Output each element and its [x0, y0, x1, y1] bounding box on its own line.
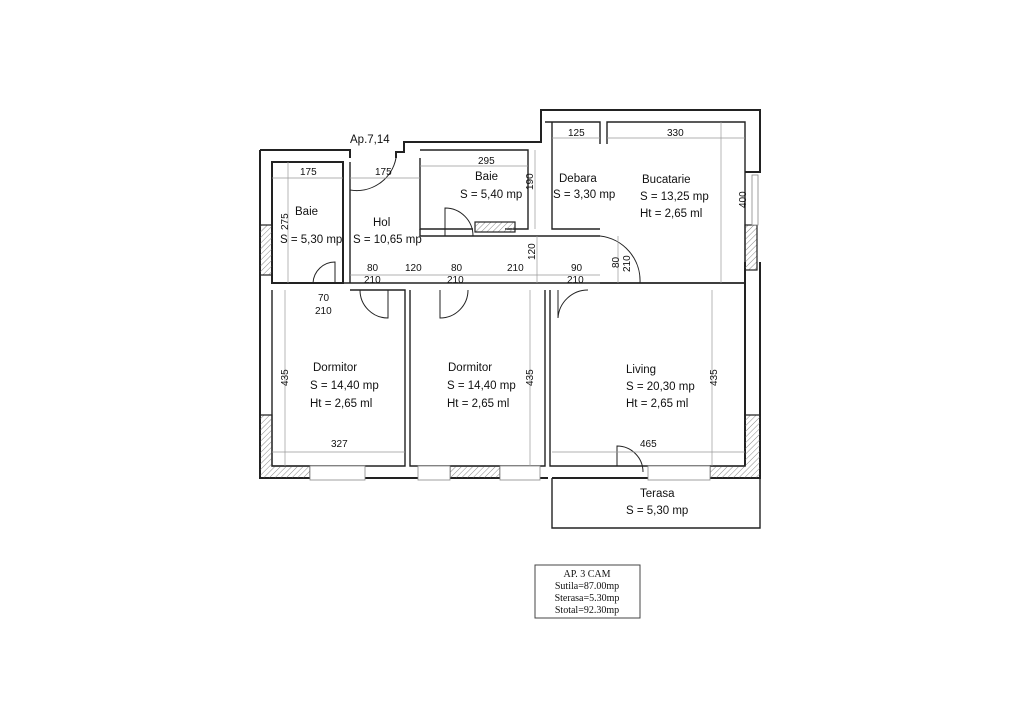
dimension-label: 210: [507, 263, 524, 274]
door-baie1: [312, 261, 336, 284]
room-name: Bucatarie: [642, 174, 691, 186]
door-dormitor2: [439, 289, 469, 319]
dimension-label: 80: [367, 263, 379, 274]
door-living: [557, 289, 589, 319]
door-dormitor1: [359, 289, 389, 319]
terrace-outline: [551, 478, 761, 529]
room-labels: Baie S = 5,30 mp Hol S = 10,65 mp Baie S…: [280, 171, 709, 517]
room-height: Ht = 2,65 ml: [626, 398, 688, 410]
room-area: S = 14,40 mp: [310, 380, 379, 392]
room-area: S = 20,30 mp: [626, 381, 695, 393]
dimension-label: 330: [667, 128, 684, 139]
dimension-label: 465: [640, 439, 657, 450]
dimension-label: 210: [622, 255, 633, 272]
dimension-label: 435: [709, 369, 720, 386]
wall-segment: [474, 221, 516, 233]
dimension-label: 80: [611, 256, 622, 268]
dimension-label: 295: [478, 156, 495, 167]
window: [647, 465, 711, 481]
dimension-label: 70: [318, 293, 330, 304]
dimension-label: 190: [525, 173, 536, 190]
dimension-label: 175: [300, 167, 317, 178]
summary-sterasa: Sterasa=5.30mp: [555, 593, 620, 604]
room-area: S = 5,40 mp: [460, 189, 522, 201]
dimension-lines: [272, 122, 745, 466]
wall-segment: [744, 224, 758, 271]
room-name: Dormitor: [313, 362, 357, 374]
summary-stotal: Stotal=92.30mp: [555, 605, 619, 616]
room-area: S = 5,30 mp: [626, 505, 688, 517]
room-name: Living: [626, 364, 656, 376]
dimension-label: 275: [280, 213, 291, 230]
dimension-label: 125: [568, 128, 585, 139]
room-name: Hol: [373, 217, 390, 229]
dimension-label: 120: [405, 263, 422, 274]
room-height: Ht = 2,65 ml: [310, 398, 372, 410]
window: [309, 465, 366, 481]
dimension-label: 175: [375, 167, 392, 178]
room-name: Terasa: [640, 488, 675, 500]
room-height: Ht = 2,65 ml: [640, 208, 702, 220]
dimension-label: 120: [527, 243, 538, 260]
area-summary-box: AP. 3 CAM Sutila=87.00mp Sterasa=5.30mp …: [534, 564, 641, 619]
door-baie2: [444, 207, 474, 237]
summary-sutila: Sutila=87.00mp: [555, 581, 619, 592]
room-area: S = 14,40 mp: [447, 380, 516, 392]
dimension-label: 210: [567, 275, 584, 286]
dimension-labels: 175 175 295 125 330 190 400 275 120 80 2…: [280, 128, 749, 450]
door-bucatarie: [599, 235, 641, 284]
room-area: S = 3,30 mp: [553, 189, 615, 201]
walls: [259, 109, 761, 529]
window: [751, 174, 759, 226]
dimension-label: 435: [525, 369, 536, 386]
window: [417, 465, 451, 481]
room-name: Debara: [559, 173, 597, 185]
dimension-label: 210: [447, 275, 464, 286]
room-name: Dormitor: [448, 362, 492, 374]
room-name: Baie: [295, 206, 318, 218]
wall-segment: [259, 224, 273, 276]
apartment-label: Ap.7,14: [350, 134, 390, 146]
room-area: S = 13,25 mp: [640, 191, 709, 203]
room-height: Ht = 2,65 ml: [447, 398, 509, 410]
dimension-label: 327: [331, 439, 348, 450]
dimension-label: 210: [364, 275, 381, 286]
summary-title: AP. 3 CAM: [564, 569, 611, 580]
dimension-label: 210: [315, 306, 332, 317]
room-name: Baie: [475, 171, 498, 183]
dimension-label: 435: [280, 369, 291, 386]
entry-door: [349, 152, 397, 192]
dimension-label: 90: [571, 263, 583, 274]
room-area: S = 10,65 mp: [353, 234, 422, 246]
room-area: S = 5,30 mp: [280, 234, 342, 246]
window: [499, 465, 541, 481]
dimension-label: 80: [451, 263, 463, 274]
doors: [312, 152, 644, 473]
dimension-label: 400: [738, 191, 749, 208]
